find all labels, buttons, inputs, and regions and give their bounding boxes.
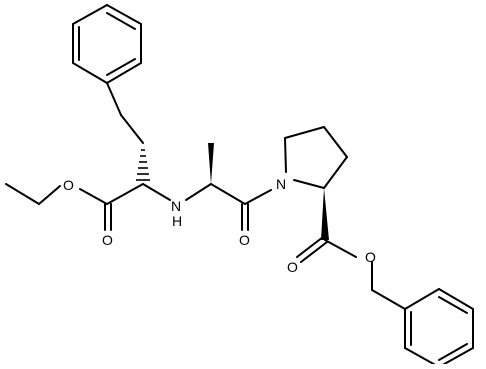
solid-wedge-carboxyl bbox=[321, 188, 329, 240]
solid-wedge-methyl bbox=[208, 143, 214, 184]
bond-alpha-carbonyl bbox=[106, 183, 144, 205]
bond-carboxyl-O2 bbox=[324, 239, 357, 258]
phenyl-ring-bottom bbox=[404, 288, 474, 368]
label-ester-O: O bbox=[63, 177, 74, 193]
bond-carbonyl-esterO bbox=[79, 188, 108, 205]
hashed-wedge-bond bbox=[136, 149, 150, 181]
bond-carboxyl-O-a bbox=[296, 236, 324, 258]
label-carbonyl-O-3: O bbox=[287, 259, 298, 275]
label-amine-N: N bbox=[171, 198, 181, 214]
bond-ethyl bbox=[5, 183, 40, 205]
label-amine-H: H bbox=[172, 213, 182, 229]
bond-CH2-phenyl bbox=[371, 289, 406, 310]
label-ester-O-2: O bbox=[365, 249, 376, 265]
bond-chain-1 bbox=[106, 82, 122, 116]
bond-carboxyl-O-b bbox=[300, 241, 328, 263]
phenyl-ring-top bbox=[72, 4, 142, 84]
bond-alpha-N bbox=[142, 183, 171, 201]
bonds bbox=[5, 4, 474, 368]
bond-chain-2 bbox=[120, 114, 144, 144]
label-ring-N: N bbox=[276, 176, 286, 192]
bond-ala-carbonyl bbox=[210, 183, 246, 205]
bond-esterO-CH2 bbox=[38, 185, 61, 205]
bond-carbonyl-ringN bbox=[244, 189, 272, 205]
label-carbonyl-O-1: O bbox=[102, 232, 113, 248]
label-carbonyl-O-2: O bbox=[239, 232, 250, 248]
bond-N-ala bbox=[185, 183, 212, 201]
pyrrolidine-ring bbox=[284, 126, 348, 189]
